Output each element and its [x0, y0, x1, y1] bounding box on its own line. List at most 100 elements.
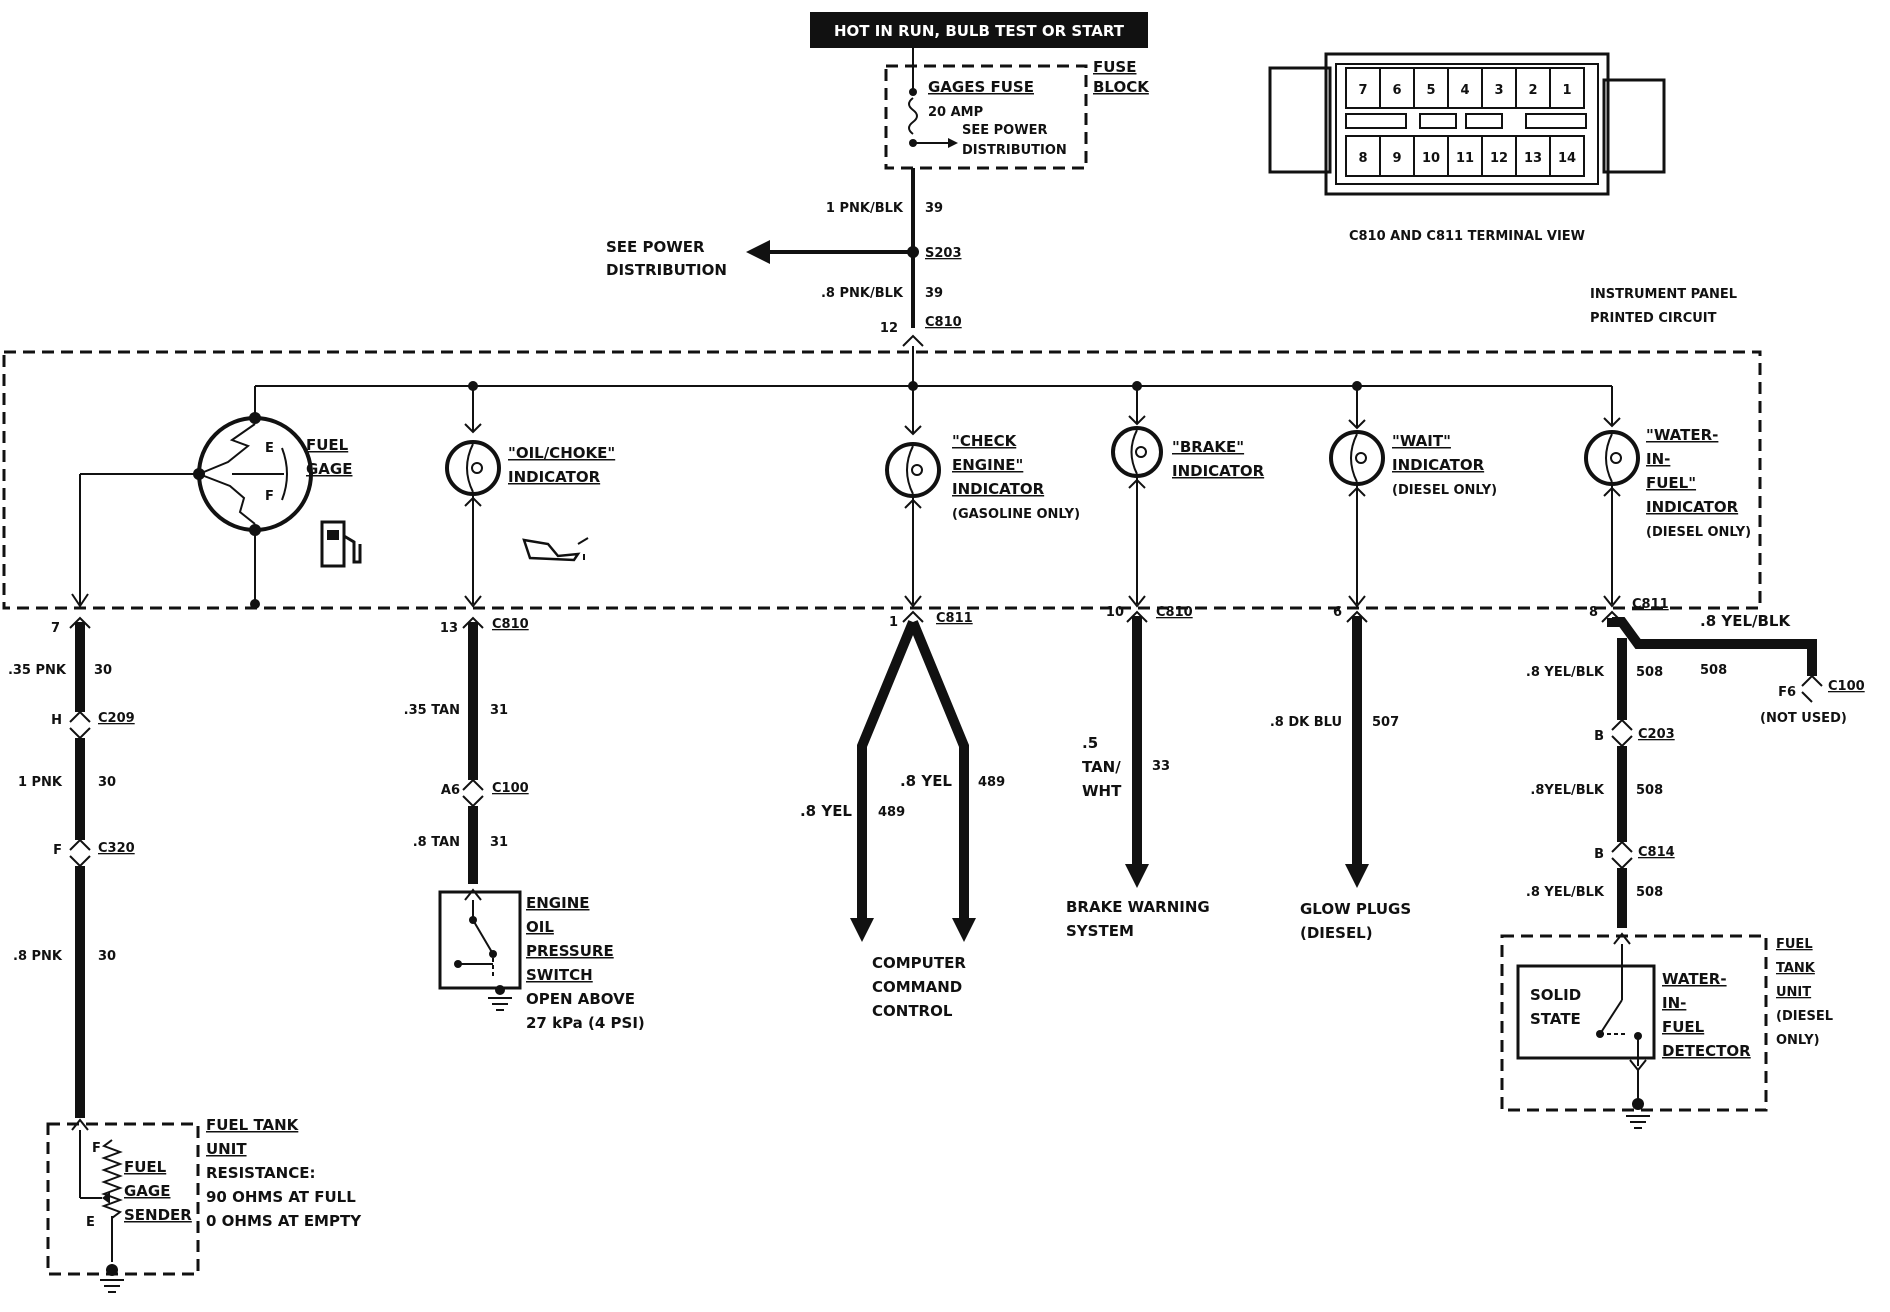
check-engine-circuit: 1 C811 .8 YEL 489 .8 YEL 489 COMPUTER CO… — [800, 610, 1005, 1020]
wait-label-1: "WAIT" — [1392, 432, 1451, 450]
wif-branch-pin: F6 — [1778, 685, 1796, 700]
fuse-node — [909, 88, 917, 96]
c100-icon — [462, 778, 484, 808]
gage-signal-arrow — [71, 593, 89, 608]
wif-circ1: 508 — [1636, 665, 1663, 680]
oil-connector-icon — [462, 616, 484, 629]
sender-e: E — [86, 1215, 95, 1230]
ground-icon — [488, 997, 512, 1011]
wif-unit-label-1: FUEL — [1776, 937, 1813, 952]
fuel-circuit: 7 .35 PNK 30 H C209 1 PNK 30 F C320 .8 P… — [8, 616, 362, 1293]
brake-conn: C810 — [1156, 605, 1193, 620]
fuse-block-label-1: FUSE — [1093, 58, 1136, 76]
terminal-view-title: C810 AND C811 TERMINAL VIEW — [1349, 229, 1585, 244]
feed-see-power-1: SEE POWER — [606, 238, 705, 256]
brake-pin: 10 — [1106, 605, 1124, 620]
check-wire-left — [857, 620, 918, 918]
terminal-pin-number: 11 — [1456, 151, 1474, 166]
terminal-pin-number: 10 — [1422, 151, 1440, 166]
oil-switch-label-6: 27 kPa (4 PSI) — [526, 1014, 645, 1032]
panel-title-2: PRINTED CIRCUIT — [1590, 311, 1717, 326]
gage-coil-upper — [198, 423, 256, 475]
fuel-pump-icon — [320, 520, 362, 568]
wait-label-2: INDICATOR — [1392, 456, 1485, 474]
c814-icon — [1611, 840, 1633, 870]
fuel-connector-icon — [69, 616, 91, 629]
wif-branch-conn: C100 — [1828, 679, 1865, 694]
fuel-unit-label-2: UNIT — [206, 1140, 247, 1158]
arrow-right-icon — [948, 138, 958, 148]
check-dest-2: COMMAND — [872, 978, 962, 996]
terminal-pin-number: 13 — [1524, 151, 1542, 166]
wif-label-4: INDICATOR — [1646, 498, 1739, 516]
check-label-1: "CHECK — [952, 432, 1018, 450]
feed-circuit-upper: 39 — [925, 201, 943, 216]
c203-label: C203 — [1638, 727, 1675, 742]
fuse-rating: 20 AMP — [928, 105, 983, 120]
terminal-pin-number: 1 — [1562, 83, 1571, 98]
feed-circuit: 1 PNK/BLK 39 S203 SEE POWER DISTRIBUTION… — [606, 168, 962, 347]
gage-scale — [281, 447, 288, 501]
terminal-pin-number: 5 — [1426, 83, 1435, 98]
oil-switch-box — [438, 890, 522, 990]
oil-label-1: "OIL/CHOKE" — [508, 444, 615, 462]
glow-dest-1: GLOW PLUGS — [1300, 900, 1411, 918]
glow-circ: 507 — [1372, 715, 1399, 730]
c209-icon — [69, 710, 91, 740]
fuel-gage: E F FUEL GAGE — [71, 386, 362, 609]
detector-label-1: WATER- — [1662, 970, 1727, 988]
brake-dest-2: SYSTEM — [1066, 922, 1134, 940]
c100-pin: A6 — [441, 783, 460, 798]
wif-circ2: 508 — [1636, 783, 1663, 798]
check-label-2: ENGINE" — [952, 456, 1023, 474]
oil-can-icon — [522, 537, 589, 562]
oil-switch-label-1: ENGINE — [526, 894, 590, 912]
wif-label-1: "WATER- — [1646, 426, 1718, 444]
glow-dest-2: (DIESEL) — [1300, 924, 1373, 942]
c320-icon — [69, 838, 91, 868]
c203-pin: B — [1594, 729, 1604, 744]
brake-wire-3: WHT — [1082, 782, 1122, 800]
feed-wire-lower-label: .8 PNK/BLK — [821, 286, 904, 301]
power-label: HOT IN RUN, BULB TEST OR START — [834, 22, 1125, 40]
feed-see-power-2: DISTRIBUTION — [606, 261, 727, 279]
wif-circ3: 508 — [1636, 885, 1663, 900]
wif-wire-top — [1607, 617, 1817, 676]
fuse-see-power-1: SEE POWER — [962, 123, 1047, 138]
c320-label: C320 — [98, 841, 135, 856]
terminal-pin-number: 14 — [1558, 151, 1576, 166]
fuel-circ3: 30 — [98, 949, 116, 964]
panel-title-1: INSTRUMENT PANEL — [1590, 287, 1737, 302]
oil-pin: 13 — [440, 621, 458, 636]
wif-label-5: (DIESEL ONLY) — [1646, 525, 1751, 540]
check-circ-left: 489 — [878, 805, 905, 820]
terminal-pin-number: 8 — [1358, 151, 1367, 166]
check-circ-right: 489 — [978, 775, 1005, 790]
gage-terminal-top — [249, 412, 261, 424]
terminal-pin-number: 2 — [1528, 83, 1537, 98]
check-conn: C811 — [936, 611, 973, 626]
gage-coil-lower — [198, 473, 256, 525]
brake-connector-icon — [1126, 610, 1148, 623]
check-wire-right-label: .8 YEL — [900, 772, 952, 790]
feed-connector-icon — [902, 334, 924, 347]
instrument-panel-box — [2, 350, 1762, 610]
terminal-pin-number: 3 — [1494, 83, 1503, 98]
oil-switch-label-3: PRESSURE — [526, 942, 614, 960]
glow-wire: .8 DK BLU — [1270, 715, 1342, 730]
glow-plug-circuit: 6 .8 DK BLU 507 GLOW PLUGS (DIESEL) — [1270, 605, 1411, 942]
c814-label: C814 — [1638, 845, 1675, 860]
check-pin: 1 — [889, 615, 898, 630]
arrow-left-icon — [746, 240, 770, 264]
fuse-name: GAGES FUSE — [928, 78, 1034, 96]
glow-connector-icon — [1346, 610, 1368, 623]
oil-conn: C810 — [492, 617, 529, 632]
water-in-fuel-circuit: 8 C811 .8 YEL/BLK 508 F6 C100 (NOT USED)… — [1500, 597, 1865, 1129]
splice-label: S203 — [925, 246, 962, 261]
oil-switch-label-5: OPEN ABOVE — [526, 990, 635, 1008]
fuel-wire2: 1 PNK — [18, 775, 63, 790]
arrow-down-icon — [1345, 864, 1369, 888]
wif-unit-label-3: UNIT — [1776, 985, 1811, 1000]
brake-label-1: "BRAKE" — [1172, 438, 1244, 456]
